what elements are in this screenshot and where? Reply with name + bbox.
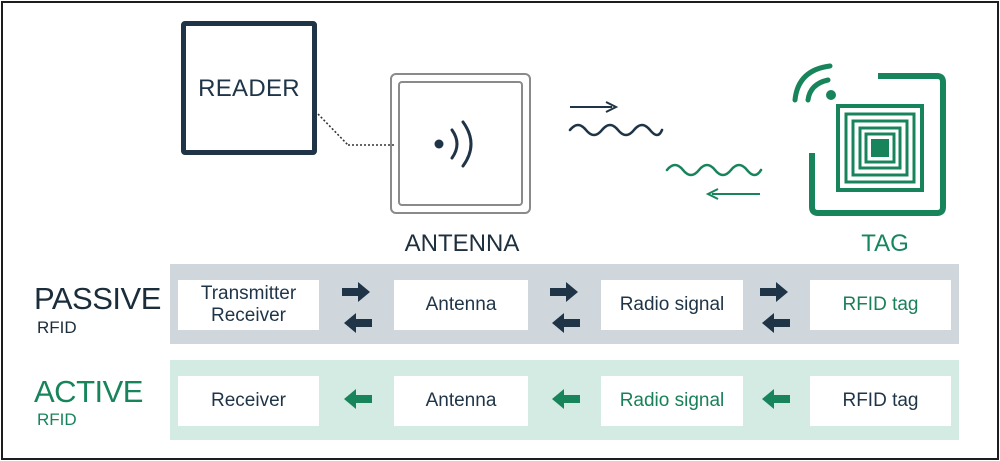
- reader-label: READER: [198, 75, 300, 102]
- reader-antenna-connector: [317, 113, 395, 146]
- antenna-label: ANTENNA: [404, 230, 520, 257]
- antenna-inner-frame: [398, 81, 523, 206]
- active-receiver-cell: Receiver: [178, 376, 319, 426]
- passive-radio-signal-cell: Radio signal: [601, 280, 743, 330]
- passive-flow-band: Transmitter Receiver Antenna Radio signa…: [170, 264, 959, 344]
- active-radio-signal-cell: Radio signal: [601, 376, 743, 426]
- active-flow-band: Receiver Antenna Radio signal RFID tag: [170, 360, 959, 440]
- passive-cell-line1: Transmitter: [200, 283, 297, 304]
- passive-title: PASSIVE: [34, 281, 161, 316]
- active-title: ACTIVE: [34, 374, 143, 409]
- passive-transmitter-receiver-cell: Transmitter Receiver: [178, 280, 319, 330]
- passive-cell-line2: Receiver: [211, 305, 286, 326]
- active-subtitle: RFID: [37, 410, 77, 429]
- wave-left-icon: [665, 163, 763, 200]
- tag-label: TAG: [861, 230, 909, 257]
- antenna-box: [390, 73, 531, 214]
- active-rfid-tag-cell: RFID tag: [810, 376, 951, 426]
- rfid-chip-icon: [792, 63, 946, 216]
- reader-box: READER: [181, 21, 317, 155]
- wave-right-icon: [568, 101, 664, 137]
- passive-rfid-tag-cell: RFID tag: [810, 280, 951, 330]
- signal-broadcast-icon: [434, 120, 473, 168]
- passive-subtitle: RFID: [37, 318, 77, 337]
- passive-antenna-cell: Antenna: [394, 280, 528, 330]
- active-antenna-cell: Antenna: [394, 376, 528, 426]
